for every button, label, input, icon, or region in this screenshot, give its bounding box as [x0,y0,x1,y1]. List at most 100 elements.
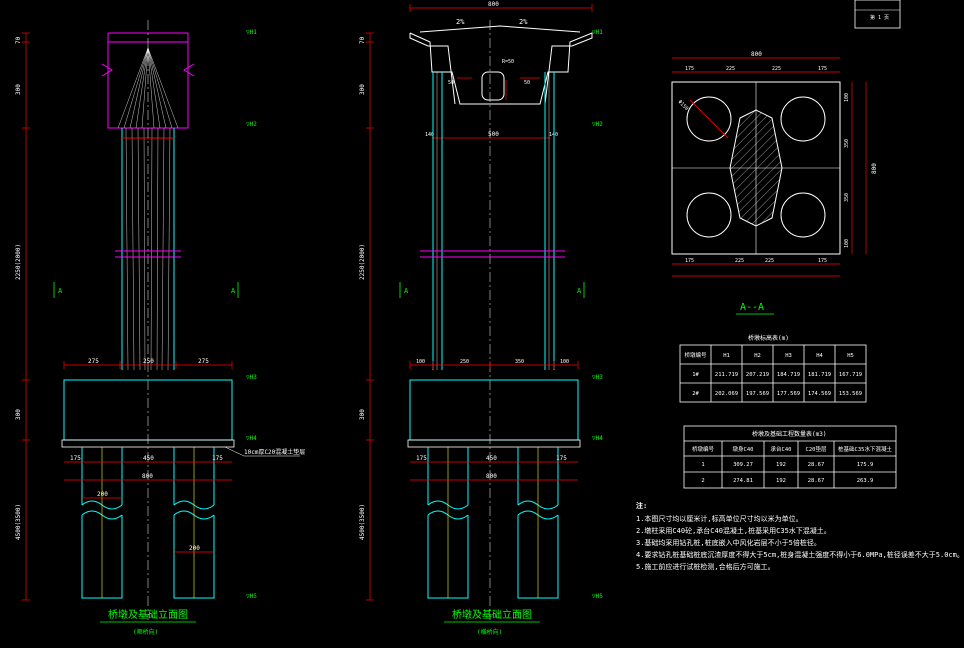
table1-cell: 181.719 [808,372,831,378]
right-elev-h5: ▽H5 [592,593,603,600]
note-line-3: 3.基础均采用钻孔桩,桩底嵌入中风化岩层不小于5倍桩径。 [636,539,821,547]
table1-cell: 153.569 [839,391,862,397]
left-pile-dim-2: 450 [143,455,154,462]
table2-header-cell: 承台C40 [771,445,792,453]
plan-bottom-dim-4: 175 [818,258,827,264]
left-view-subtitle: (顺桥向) [133,628,158,636]
notes-block: 注: 1.本图尺寸均以厘米计,标高单位尺寸均以米为单位。 2.墩柱采用C40砼,… [636,500,964,573]
title-block-line2: 第 1 页 [870,14,889,21]
plan-right-dim-2: 350 [844,139,850,148]
right-pile-dim-2: 450 [486,455,497,462]
table1-title: 桥墩标高表(m) [748,334,789,342]
left-pile-dia-bottom: 200 [189,545,200,552]
table2-cell: 1 [701,462,704,468]
right-vdim-2: 300 [359,84,366,95]
plan-view-title: A--A [740,302,764,313]
left-section-mark-right: A [231,287,236,295]
table2-header-cell: C20垫层 [806,445,827,453]
right-top-dim-4: 100 [560,359,569,365]
table2-cell: 274.81 [733,478,753,484]
right-elevation-view: 800 2% 2% 50 50 R=50 500 140 140 100 25 [359,1,603,636]
tendon-fan [117,47,179,371]
plan-bottom-dim-3: 225 [765,258,774,264]
left-elev-h5: ▽H5 [246,593,257,600]
right-slope-right: 2% [519,18,528,26]
right-top-dim-2: 250 [460,359,469,365]
table2-cell: 192 [776,462,786,468]
right-radius-note: R=50 [502,59,514,65]
plan-bottom-dim-2: 225 [735,258,744,264]
note-line-4: 4.要求钻孔桩基础桩底沉渣厚度不得大于5cm,桩身混凝土强度不得小于6.0MPa… [636,551,964,559]
left-top-dim-2: 250 [143,358,154,365]
table2-cell: 28.67 [808,478,825,484]
plan-top-dim-2: 225 [726,66,735,72]
left-callout: 10cm厚C20混凝土垫层 [244,448,305,456]
right-total-width: 800 [486,473,497,480]
table2-cell: 263.9 [857,478,874,484]
plan-right-dim-3: 350 [844,193,850,202]
table1-header-cell: H4 [816,353,823,359]
table1-cell: 174.569 [808,391,831,397]
plan-bottom-dim-1: 175 [685,258,694,264]
notes-heading: 注: [636,502,648,510]
table2-cell: 28.67 [808,462,825,468]
table1-cell: 184.719 [777,372,800,378]
right-inner-width: 500 [488,131,499,138]
table1-header-cell: H2 [754,353,761,359]
left-elev-h1: ▽H1 [246,29,257,36]
left-vdim-5: 4500(3500) [15,504,22,540]
left-section-mark-left: A [58,287,63,295]
left-elevation-view: 275 250 275 175 450 175 800 200 [15,20,305,636]
left-vdim-2: 300 [15,84,22,95]
table1-cell: 197.569 [746,391,769,397]
plan-top-width: 800 [751,51,762,58]
table2-cell: 309.27 [733,462,753,468]
table2-header-cell: 墩身C40 [733,445,754,453]
left-vdim-1: 70 [15,36,22,44]
left-vdim-3: 2250(2000) [15,244,22,280]
table2-header-cell: 桩基础C35水下混凝土 [838,445,892,453]
right-vdim-5: 4500(3500) [359,504,366,540]
note-line-2: 2.墩柱采用C40砼,承台C40混凝土,桩基采用C35水下混凝土。 [636,527,831,535]
right-section-mark-right: A [577,287,582,295]
right-inner-label: 50 [524,80,530,86]
table2-header-cell: 桥墩编号 [692,445,715,453]
table1-header-cell: 桥墩编号 [684,351,707,359]
table1-cell: 1# [692,372,699,378]
left-pile-dim-1: 175 [70,455,81,462]
right-view-title: 桥墩及基础立面图 [452,608,532,621]
plan-right-dim-1: 100 [844,93,850,102]
plan-top-dim-1: 175 [685,66,694,72]
plan-top-dim-3: 225 [772,66,781,72]
table1-cell: 207.219 [746,372,769,378]
right-vdim-3: 2250(2000) [359,244,366,280]
title-block: 第 1 页 [854,0,901,29]
table1-cell: 167.719 [839,372,862,378]
table1-cell: 2# [692,391,699,397]
table2-title: 桥墩及基础工程数量表(m3) [752,430,826,438]
left-pile-dim-3: 175 [212,455,223,462]
table1-cell: 202.069 [715,391,738,397]
table1-cell: 211.719 [715,372,738,378]
table1-header-cell: H3 [785,353,792,359]
plan-right-total: 800 [871,163,878,174]
left-total-width: 800 [142,473,153,480]
left-elev-h3: ▽H3 [246,374,257,381]
right-cap-width: 800 [488,1,499,8]
right-dim-140-left: 140 [425,132,434,138]
left-pile-dia-top: 200 [97,491,108,498]
left-vdim-4: 300 [15,409,22,420]
quantity-table: 桥墩及基础工程数量表(m3) 桥墩编号 墩身C40 承台C40 C20垫层 桩基础C35… [683,425,897,489]
plan-top-dim-4: 175 [818,66,827,72]
right-pile-dim-1: 175 [416,455,427,462]
right-view-subtitle: (横桥向) [477,628,502,636]
table2-cell: 2 [701,478,704,484]
right-vdim-4: 300 [359,409,366,420]
plan-right-dim-4: 100 [844,239,850,248]
table2-cell: 192 [776,478,786,484]
right-top-dim-1: 100 [416,359,425,365]
plan-dia-label: Φ150 [677,99,690,112]
right-section-mark-left: A [404,287,409,295]
note-line-1: 1.本图尺寸均以厘米计,标高单位尺寸均以米为单位。 [636,515,803,523]
